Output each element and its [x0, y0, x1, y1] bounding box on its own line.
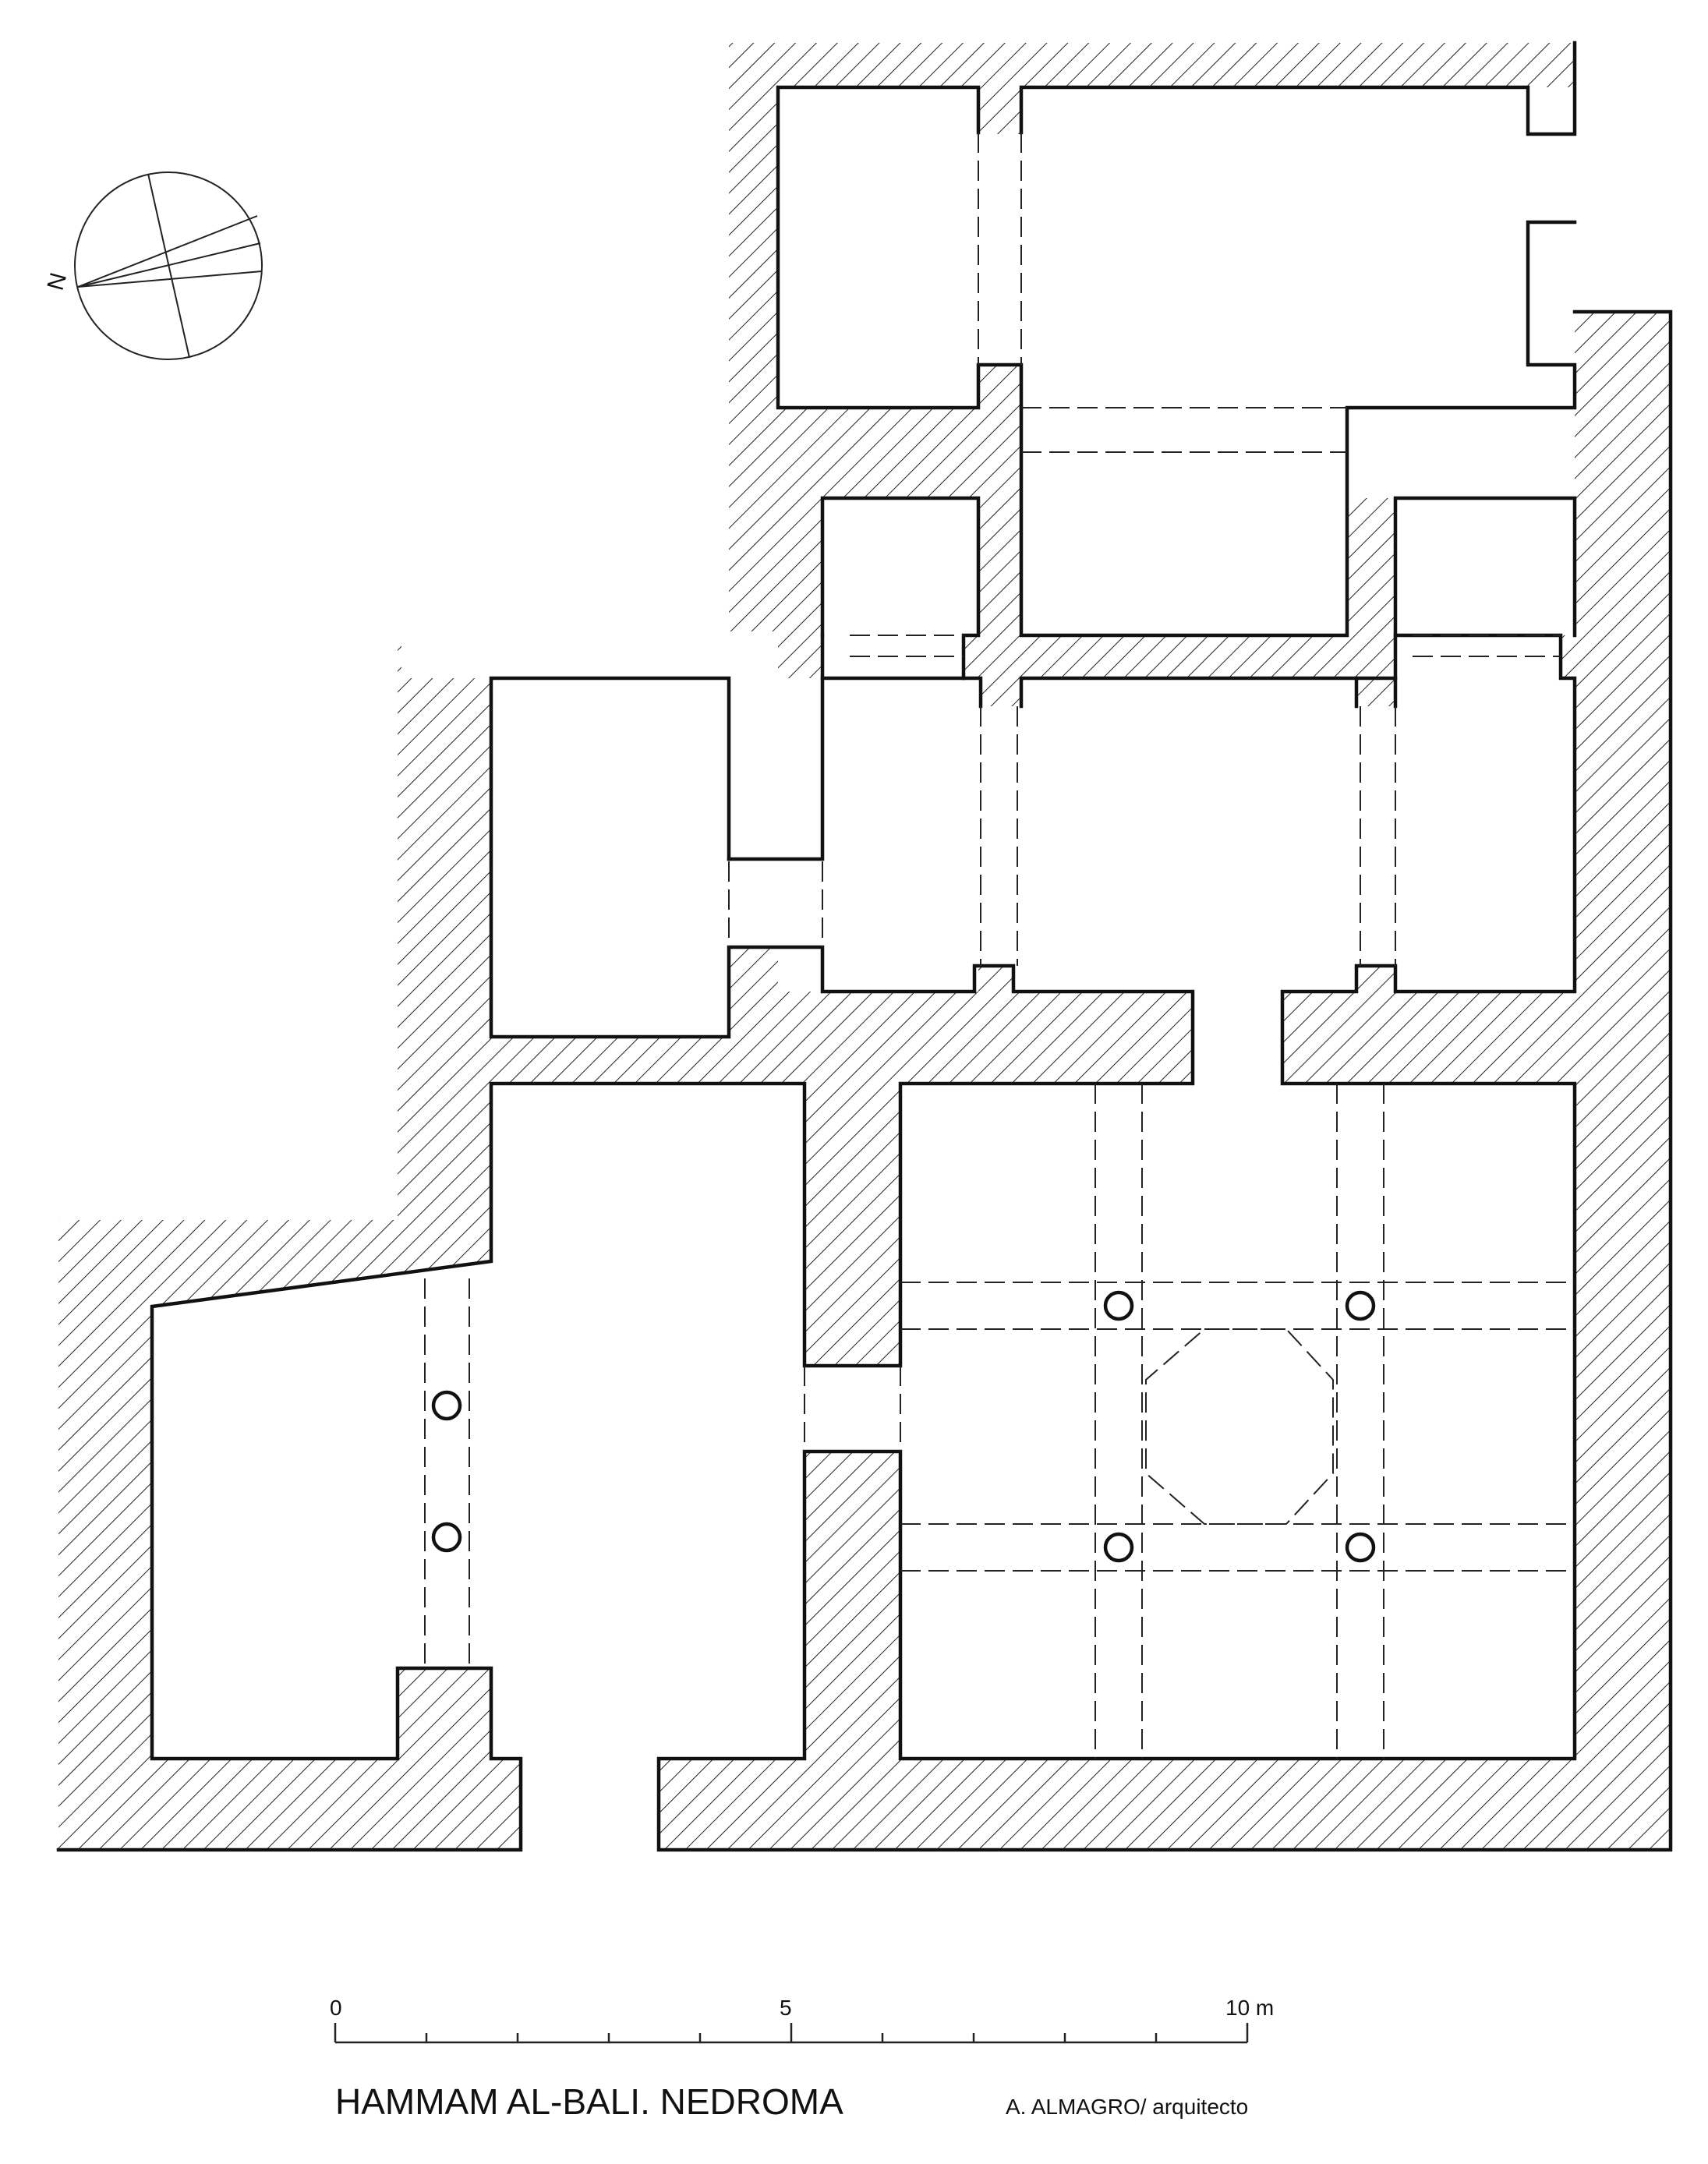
column [1345, 1532, 1376, 1563]
passage-south-centre-door [804, 1366, 900, 1452]
alcove-east [1395, 498, 1575, 635]
door-south [521, 1759, 659, 1850]
scale-label-0: 0 [330, 1996, 342, 2020]
room-middle-west [822, 678, 978, 992]
columns [431, 1290, 1376, 1563]
column [431, 1390, 462, 1421]
column [1103, 1290, 1134, 1321]
room-south-centre [491, 1084, 804, 1759]
passage-middle-west [978, 706, 1021, 966]
passage-south-centre [1193, 992, 1282, 1084]
column [431, 1522, 462, 1553]
octagonal-skylight [1145, 1328, 1334, 1525]
room-middle-central [1021, 678, 1356, 992]
north-label: N [43, 270, 72, 292]
scale-bar: 0 5 10 m [330, 1996, 1274, 2044]
room-middle-east [1395, 678, 1575, 992]
room-south-west [152, 1261, 491, 1759]
room-west-small [491, 678, 729, 1037]
column [1345, 1290, 1376, 1321]
passage-middle-east [1356, 706, 1395, 966]
plan-title: HAMMAM AL-BALI. NEDROMA [335, 2081, 843, 2122]
room-north-west [778, 87, 978, 408]
compass-circle [74, 171, 263, 360]
vault-projections [424, 133, 1575, 1759]
room-north-hall [1021, 87, 1575, 408]
scale-label-10: 10 m [1225, 1996, 1274, 2020]
room-south-east [900, 1084, 1575, 1759]
column [1103, 1532, 1134, 1563]
rooms [152, 87, 1575, 1850]
author-credit: A. ALMAGRO/ arquitecto [1006, 2095, 1248, 2119]
north-compass: N [43, 171, 263, 360]
room-north-hall-lower [1021, 408, 1349, 635]
passage-west [729, 859, 822, 947]
scale-label-5: 5 [780, 1996, 792, 2020]
alcove-west [822, 498, 978, 635]
